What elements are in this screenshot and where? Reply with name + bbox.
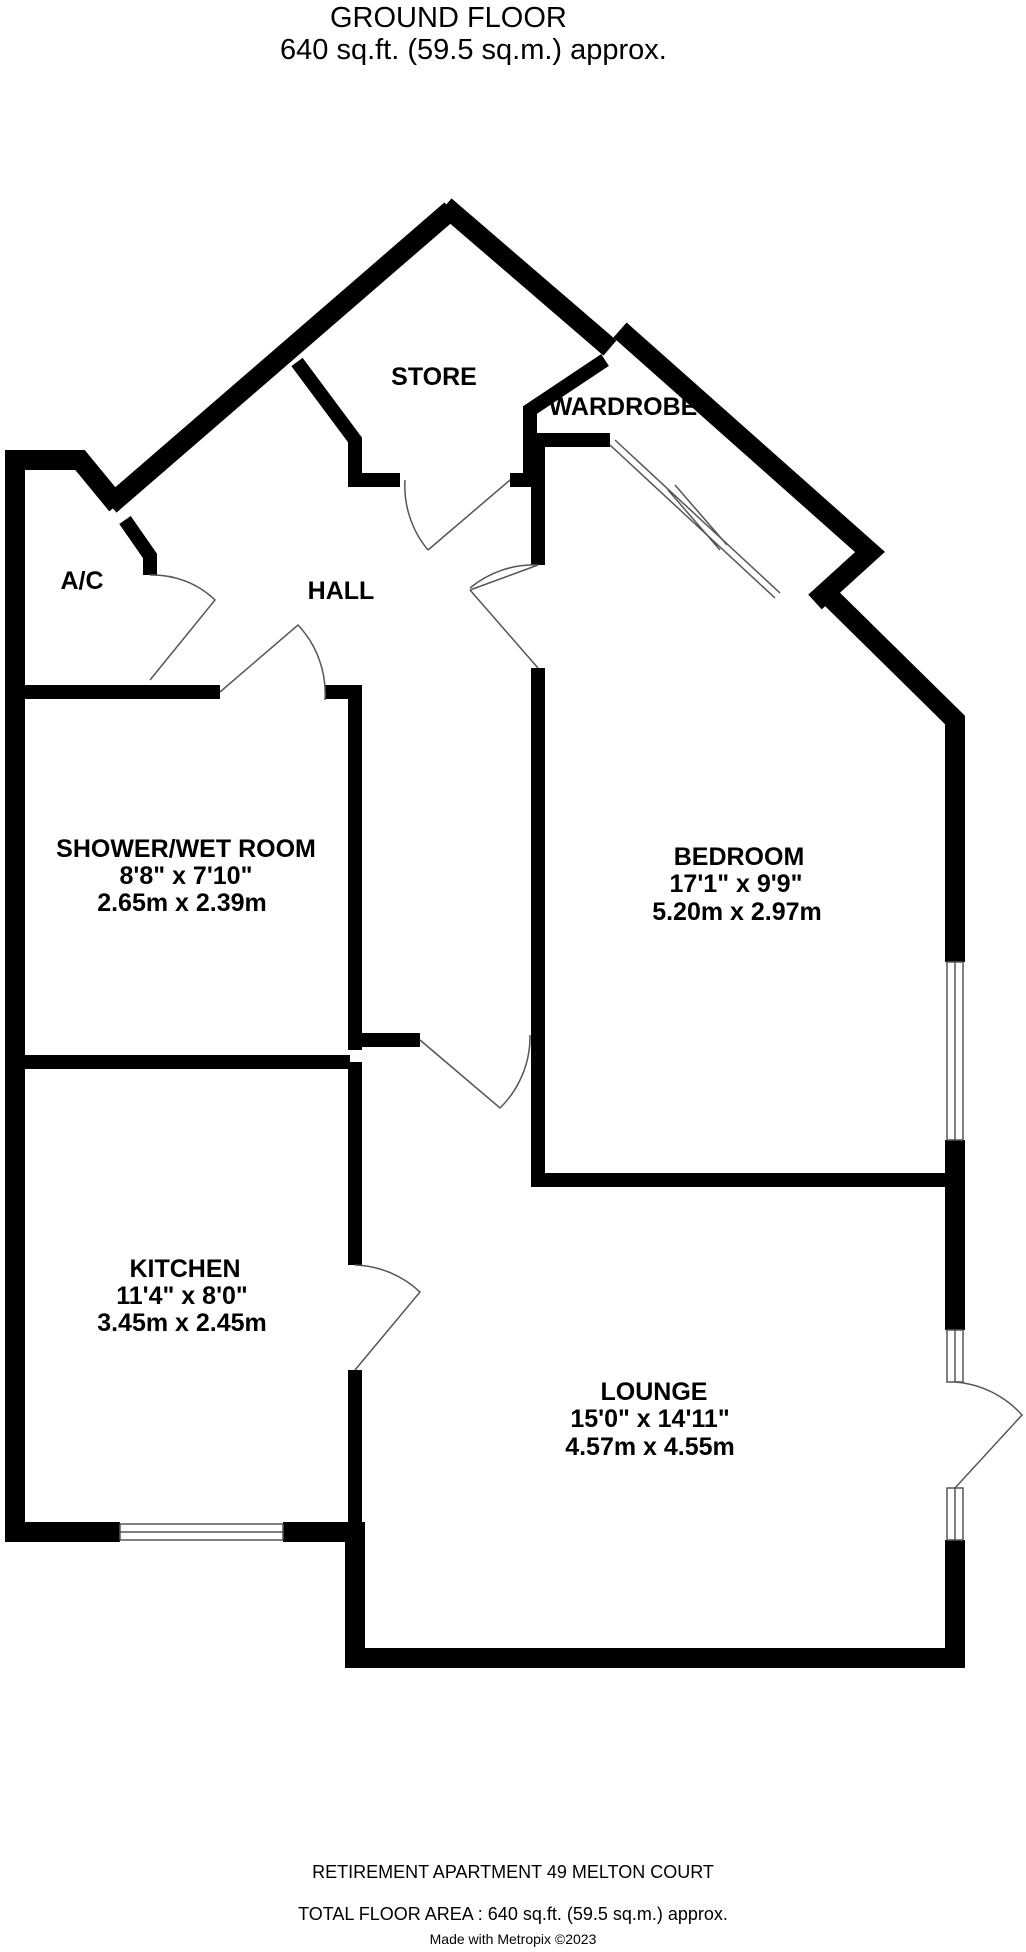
doors <box>149 479 1024 1489</box>
inner-walls <box>15 354 955 1532</box>
room-label-store: STORE <box>391 363 477 391</box>
wall-ac-top <box>5 450 125 512</box>
room-dim-bedroom-metric: 5.20m x 2.97m <box>652 898 822 926</box>
room-label-lounge: LOUNGE <box>601 1378 708 1406</box>
door-ac <box>149 574 217 681</box>
door-lounge <box>954 1381 1024 1489</box>
door-bedroom-top <box>469 564 539 669</box>
door-store <box>404 479 511 551</box>
wardrobe-door-3 <box>667 489 721 551</box>
room-dim-shower-metric: 2.65m x 2.39m <box>97 889 267 917</box>
property-name: RETIREMENT APARTMENT 49 MELTON COURT <box>312 1862 714 1882</box>
wall-shower-right <box>325 685 362 1050</box>
wall-wardrobe-inner <box>523 410 610 447</box>
wardrobe-door-1 <box>609 444 776 599</box>
floor-area: 640 sq.ft. (59.5 sq.m.) approx. <box>280 34 667 66</box>
room-dim-bedroom-imperial: 17'1" x 9'9" <box>670 870 803 898</box>
wall-bedroom-diagonal <box>817 584 965 962</box>
wardrobe-doors <box>609 439 781 599</box>
room-label-shower: SHOWER/WET ROOM <box>56 835 316 863</box>
wall-store-left <box>291 357 400 487</box>
credit: Made with Metropix ©2023 <box>429 1931 597 1947</box>
room-label-ac: A/C <box>60 567 103 595</box>
room-dim-lounge-metric: 4.57m x 4.55m <box>565 1433 735 1461</box>
wall-diagonal-left <box>103 202 458 513</box>
room-dim-shower-imperial: 8'8" x 7'10" <box>120 862 253 890</box>
room-dim-kitchen-imperial: 11'4" x 8'0" <box>116 1282 248 1310</box>
wall-diagonal-top-right <box>438 198 617 356</box>
room-labels: STORE WARDROBE A/C HALL SHOWER/WET ROOM … <box>56 363 822 1461</box>
total-floor-area: TOTAL FLOOR AREA : 640 sq.ft. (59.5 sq.m… <box>298 1904 728 1924</box>
wardrobe-door-2 <box>614 439 781 594</box>
wall-ac-inner <box>119 516 157 575</box>
door-kitchen <box>354 1264 422 1371</box>
room-label-kitchen: KITCHEN <box>129 1255 240 1283</box>
room-dim-kitchen-metric: 3.45m x 2.45m <box>97 1309 267 1337</box>
room-dim-lounge-imperial: 15'0" x 14'11" <box>570 1405 729 1433</box>
wall-wardrobe-outer <box>613 322 885 610</box>
floor-title: GROUND FLOOR <box>330 2 567 34</box>
door-shower <box>219 623 326 701</box>
wardrobe-door-4 <box>674 484 728 546</box>
door-bedroom-bottom <box>419 1034 531 1110</box>
walls <box>5 198 965 1668</box>
windows <box>119 961 964 1541</box>
door-bedroom-top-arc <box>469 564 539 589</box>
room-label-bedroom: BEDROOM <box>674 843 805 871</box>
room-label-hall: HALL <box>308 577 375 605</box>
room-label-wardrobe: WARDROBE <box>549 393 698 421</box>
